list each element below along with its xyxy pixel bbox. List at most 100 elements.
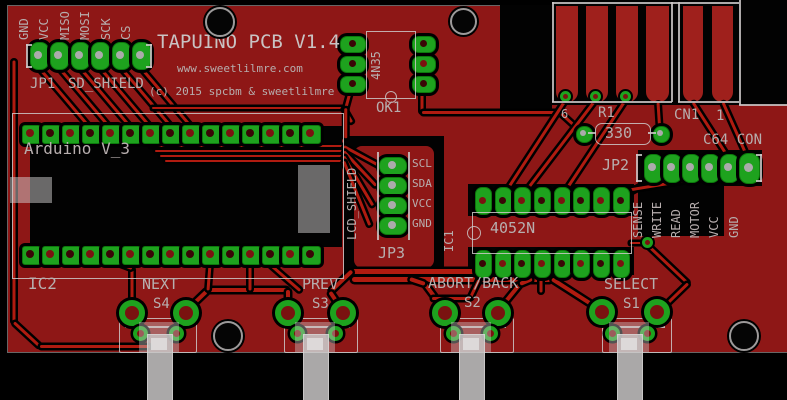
pcb-pad[interactable] xyxy=(90,42,110,70)
pcb-pad[interactable] xyxy=(412,75,436,93)
pcb-pad[interactable] xyxy=(201,124,221,144)
pad-drill-hole xyxy=(266,250,274,258)
c64-edge-finger-5[interactable] xyxy=(683,6,703,102)
button-s1-mount-pad[interactable] xyxy=(604,325,620,341)
pcb-pad[interactable] xyxy=(379,197,407,215)
pad-drill-hole xyxy=(657,130,663,136)
pcb-pad[interactable] xyxy=(221,124,241,144)
pcb-pad[interactable] xyxy=(738,152,760,184)
pcb-pad[interactable] xyxy=(241,245,261,265)
pcb-pad[interactable] xyxy=(221,245,241,265)
pcb-pad[interactable] xyxy=(61,124,81,144)
pcb-pad[interactable] xyxy=(553,187,571,215)
ic2-socket-outline[interactable] xyxy=(12,113,344,279)
pcb-pad[interactable] xyxy=(281,245,301,265)
r1-body-outline[interactable] xyxy=(595,123,651,145)
pcb-pad[interactable] xyxy=(533,187,551,215)
pcb-pad[interactable] xyxy=(61,245,81,265)
pcb-pad[interactable] xyxy=(121,124,141,144)
pcb-pad[interactable] xyxy=(181,124,201,144)
pcb-pad[interactable] xyxy=(412,35,436,53)
pad-drill-hole xyxy=(419,39,427,47)
button-s4-pin-pad[interactable] xyxy=(173,300,199,326)
pcb-pad[interactable] xyxy=(181,245,201,265)
pcb-pad[interactable] xyxy=(700,153,720,183)
pcb-pad[interactable] xyxy=(340,75,366,93)
pcb-pad[interactable] xyxy=(681,153,701,183)
pcb-pad[interactable] xyxy=(111,42,131,70)
pcb-pad[interactable] xyxy=(474,250,492,278)
button-s4-mount-pad[interactable] xyxy=(132,325,148,341)
c64-edge-finger-2[interactable] xyxy=(586,6,608,102)
pcb-pad[interactable] xyxy=(572,187,590,215)
pcb-pad[interactable] xyxy=(533,250,551,278)
pcb-pad[interactable] xyxy=(592,250,610,278)
pcb-pad[interactable] xyxy=(553,250,571,278)
pcb-pad[interactable] xyxy=(719,153,739,183)
pcb-pad[interactable] xyxy=(340,35,366,53)
pcb-pad[interactable] xyxy=(412,55,436,73)
pcb-pad[interactable] xyxy=(301,245,321,265)
pcb-pad[interactable] xyxy=(81,245,101,265)
button-s2-mount-pad[interactable] xyxy=(482,325,498,341)
pcb-pad[interactable] xyxy=(21,124,41,144)
pcb-pad[interactable] xyxy=(474,187,492,215)
pcb-pad[interactable] xyxy=(513,250,531,278)
pcb-pad[interactable] xyxy=(121,245,141,265)
pcb-pad[interactable] xyxy=(575,125,593,143)
pcb-pad[interactable] xyxy=(301,124,321,144)
pcb-pad[interactable] xyxy=(161,245,181,265)
pad-drill-hole xyxy=(576,196,584,204)
pcb-pad[interactable] xyxy=(201,245,221,265)
button-s2-pin-pad[interactable] xyxy=(485,300,511,326)
pcb-pad[interactable] xyxy=(41,124,61,144)
pcb-pad[interactable] xyxy=(49,42,69,70)
jp2-pin-label-vcc: VCC xyxy=(707,216,721,238)
pcb-pad[interactable] xyxy=(379,157,407,175)
pcb-pad[interactable] xyxy=(281,124,301,144)
pcb-pad[interactable] xyxy=(340,55,366,73)
pcb-pad[interactable] xyxy=(70,42,90,70)
button-s2-pin-pad[interactable] xyxy=(432,300,458,326)
button-s3-mount-pad[interactable] xyxy=(327,325,343,341)
pcb-pad[interactable] xyxy=(241,124,261,144)
pcb-pad[interactable] xyxy=(141,124,161,144)
c64-edge-finger-6[interactable] xyxy=(712,6,733,102)
pcb-pad[interactable] xyxy=(29,42,49,70)
pcb-pad[interactable] xyxy=(379,177,407,195)
pcb-pad[interactable] xyxy=(652,125,670,143)
copper-trace xyxy=(352,276,552,282)
button-s2-mount-pad[interactable] xyxy=(445,325,461,341)
pcb-pad[interactable] xyxy=(513,187,531,215)
c64-edge-finger-1[interactable] xyxy=(556,6,578,102)
pcb-pad[interactable] xyxy=(101,124,121,144)
pcb-pad[interactable] xyxy=(81,124,101,144)
pcb-pad[interactable] xyxy=(101,245,121,265)
pcb-pad[interactable] xyxy=(494,187,512,215)
pcb-pad[interactable] xyxy=(494,250,512,278)
pcb-pad[interactable] xyxy=(643,153,663,183)
button-s3-pin-pad[interactable] xyxy=(275,300,301,326)
jp1-pin-label-sck: SCK xyxy=(99,18,113,40)
pcb-pad[interactable] xyxy=(379,217,407,235)
pcb-pad[interactable] xyxy=(592,187,610,215)
button-s1-pin-pad[interactable] xyxy=(589,299,615,325)
pcb-pad[interactable] xyxy=(41,245,61,265)
c64-edge-finger-3[interactable] xyxy=(616,6,638,102)
button-s4-pin-pad[interactable] xyxy=(119,300,145,326)
pcb-pad[interactable] xyxy=(21,245,41,265)
button-s1-pin-pad[interactable] xyxy=(644,299,670,325)
pcb-pad[interactable] xyxy=(612,250,630,278)
pcb-pad[interactable] xyxy=(612,187,630,215)
button-s1-mount-pad[interactable] xyxy=(639,325,655,341)
c64-edge-finger-4[interactable] xyxy=(646,6,669,102)
button-s3-mount-pad[interactable] xyxy=(289,325,305,341)
pcb-pad[interactable] xyxy=(261,124,281,144)
button-s3-pin-pad[interactable] xyxy=(330,300,356,326)
pcb-pad[interactable] xyxy=(662,153,682,183)
pcb-pad[interactable] xyxy=(161,124,181,144)
pcb-pad[interactable] xyxy=(261,245,281,265)
pad-drill-hole xyxy=(348,39,356,47)
pcb-pad[interactable] xyxy=(141,245,161,265)
pcb-pad[interactable] xyxy=(572,250,590,278)
